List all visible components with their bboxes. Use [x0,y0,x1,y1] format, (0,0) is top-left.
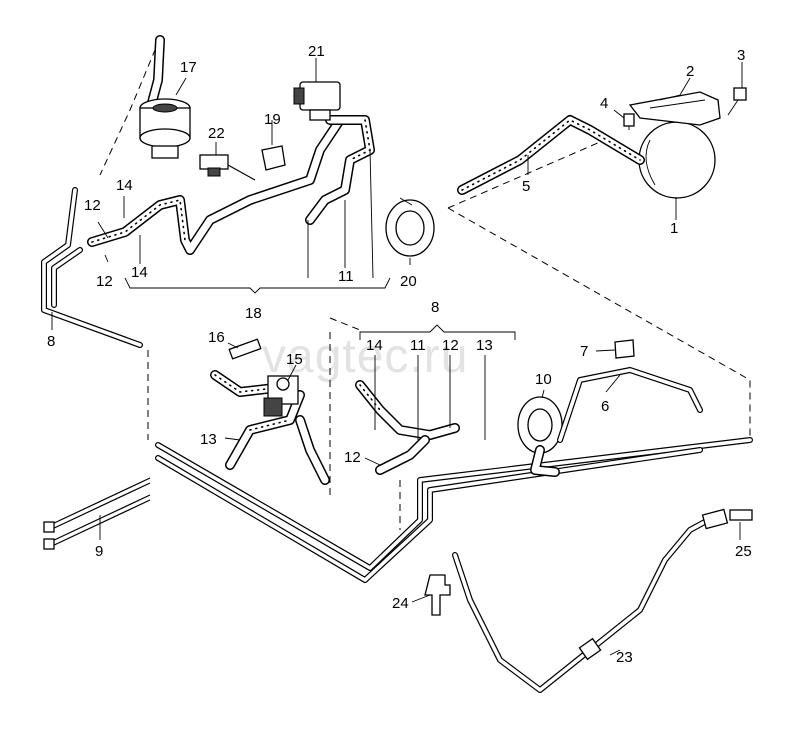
callout-23: 23 [616,649,633,666]
vacuum-actuator-10 [517,396,563,477]
callout-14-middle: 14 [366,337,383,354]
callout-18: 18 [245,305,262,322]
callout-17: 17 [180,59,197,76]
clip-19 [261,145,286,171]
callout-8-center: 8 [431,299,439,316]
vacuum-reservoir-1 [638,121,716,199]
group-brackets [124,277,516,340]
callout-5: 5 [522,178,530,195]
callout-22: 22 [208,125,225,142]
middle-hose-group [210,338,460,485]
pipe-bundle [41,187,753,583]
callout-24: 24 [392,595,409,612]
callout-3: 3 [737,47,745,64]
callout-14-upper: 14 [116,177,133,194]
t-piece-24 [424,574,451,616]
solenoid-valve-21 [293,81,341,121]
leader-lines [51,58,743,656]
vacuum-valve-17 [139,98,191,159]
callout-7: 7 [580,343,588,360]
callout-19: 19 [264,111,281,128]
ring-seal-20 [385,197,435,257]
callout-12-bottom: 12 [344,449,361,466]
upper-hose-assembly [87,35,375,255]
callout-13-right: 13 [476,337,493,354]
callout-9: 9 [95,543,103,560]
holder-22 [199,154,256,181]
callout-labels: 1 2 3 4 5 6 7 8 8 9 10 11 11 12 12 12 12… [47,43,752,666]
callout-10: 10 [535,371,552,388]
callout-12-middle: 12 [442,337,459,354]
callout-25: 25 [735,543,752,560]
callout-21: 21 [308,43,325,60]
callout-14-lower: 14 [131,264,148,281]
callout-20: 20 [400,273,417,290]
dashed-frame-lines [99,37,751,530]
bolt-4 [623,113,635,130]
callout-8-left: 8 [47,333,55,350]
callout-15: 15 [286,351,303,368]
callout-4: 4 [600,95,608,112]
callout-2: 2 [686,63,694,80]
connector-25 [729,509,753,521]
clip-7 [614,339,635,359]
hose-23 [452,508,729,693]
hose-6 [557,367,703,443]
callout-1: 1 [670,220,678,237]
callout-11-middle: 11 [410,337,426,354]
callout-12-upper: 12 [84,197,101,214]
watermark-text: vagtec.ru [262,330,468,383]
callout-12-lower: 12 [96,273,113,290]
callout-13-left: 13 [200,431,217,448]
callout-6: 6 [601,398,609,415]
hose-5 [457,115,645,195]
callout-11-upper: 11 [338,268,354,285]
valve-block-15 [263,375,299,417]
callout-16: 16 [208,329,225,346]
nut-3 [727,87,747,116]
cable-ties-9 [43,477,151,550]
bracket-2 [628,91,721,126]
